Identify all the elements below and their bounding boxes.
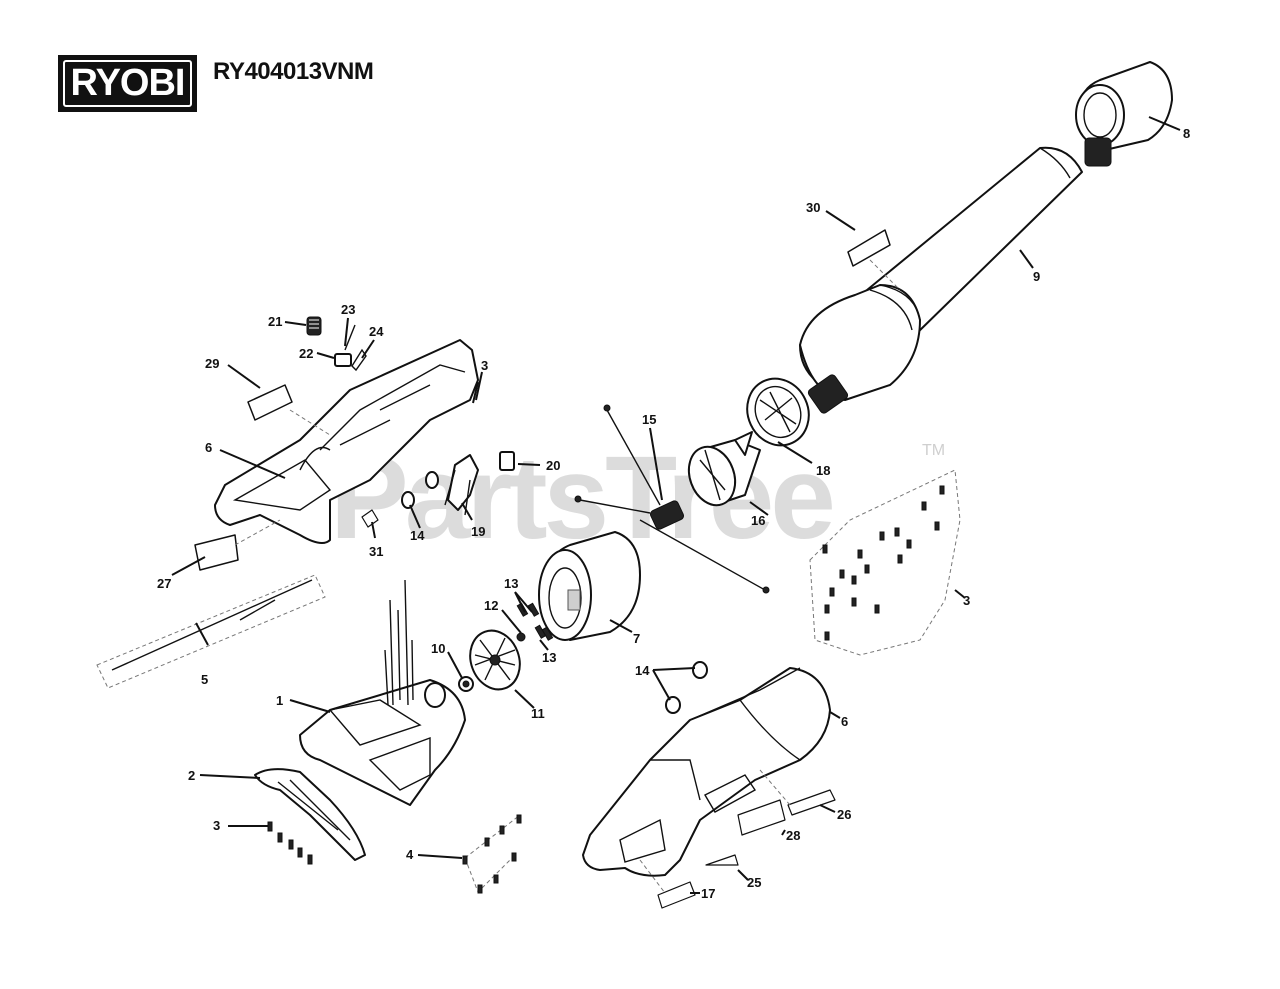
part-3-screw-top (472, 381, 479, 404)
part-27-label (194, 519, 281, 571)
part-6-housing-right (582, 667, 831, 877)
part-25-label (705, 854, 739, 866)
callout-12: 12 (484, 598, 498, 613)
callout-18: 18 (816, 463, 830, 478)
callout-3-top: 3 (481, 358, 488, 373)
callout-11: 11 (531, 706, 545, 721)
callout-2: 2 (188, 768, 195, 783)
callout-28: 28 (786, 828, 800, 843)
part-7-motor-housing (538, 531, 641, 641)
part-15-motor (574, 404, 770, 594)
part-29-label (247, 384, 331, 436)
part-6-housing-left (214, 339, 479, 545)
part-16-fan-cone (687, 431, 761, 507)
logo-text: RYOBI (70, 62, 186, 104)
part-22-switch-clip (334, 353, 352, 367)
callout-25: 25 (747, 875, 761, 890)
part-14-bumper-left (401, 471, 439, 509)
callout-16: 16 (751, 513, 765, 528)
part-3-screws-left (267, 821, 313, 865)
callout-21: 21 (268, 314, 282, 329)
callout-22: 22 (299, 346, 313, 361)
part-11-fan (469, 629, 521, 691)
part-5-wire-harness (96, 574, 326, 689)
part-14-bumper-right (665, 661, 708, 714)
callout-1: 1 (276, 693, 283, 708)
part-19-switch (444, 454, 479, 516)
callout-7: 7 (633, 631, 640, 646)
callout-20: 20 (546, 458, 560, 473)
callout-10: 10 (431, 641, 445, 656)
part-21-spring (306, 316, 322, 336)
callout-14-left: 14 (410, 528, 425, 543)
part-2-trigger-cover (254, 768, 366, 861)
callout-14-right: 14 (635, 663, 650, 678)
part-26-label (759, 769, 836, 816)
callout-29: 29 (205, 356, 219, 371)
part-10-bearing (458, 676, 474, 692)
callout-26: 26 (837, 807, 851, 822)
callout-4: 4 (406, 847, 414, 862)
callout-13a: 13 (504, 576, 518, 591)
callout-8: 8 (1183, 126, 1190, 141)
part-20-connector (499, 451, 515, 471)
leader-lines (171, 116, 1181, 894)
callout-13b: 13 (542, 650, 556, 665)
callout-17: 17 (701, 886, 715, 901)
model-number: RY404013VNM (213, 58, 374, 85)
callout-30: 30 (806, 200, 820, 215)
part-17-label (639, 859, 696, 909)
part-23-pin (344, 324, 356, 351)
callout-31: 31 (369, 544, 383, 559)
callout-23: 23 (341, 302, 355, 317)
callout-15: 15 (642, 412, 656, 427)
callout-6-right: 6 (841, 714, 848, 729)
part-9-blower-tube (799, 146, 1083, 414)
part-24-spring-small (351, 348, 367, 372)
callout-19: 19 (471, 524, 485, 539)
part-4-screws (462, 814, 522, 894)
part-31-label (361, 509, 379, 528)
callout-5: 5 (201, 672, 208, 687)
ryobi-logo: RYOBI (58, 55, 197, 112)
trademark-mark: TM (922, 442, 946, 459)
part-1-inner-housing (299, 579, 466, 806)
callout-labels: 8 30 9 18 16 15 7 11 12 13 13 10 1 2 3 4… (157, 126, 1190, 901)
callout-9: 9 (1033, 269, 1040, 284)
callout-3-left: 3 (213, 818, 220, 833)
part-8-nozzle-tip (1075, 61, 1173, 167)
part-3-screw-field (809, 469, 961, 656)
logo-border (63, 60, 192, 107)
callout-27: 27 (157, 576, 171, 591)
part-12-13-screws (516, 602, 554, 642)
callout-24: 24 (369, 324, 384, 339)
callout-3-right: 3 (963, 593, 970, 608)
callout-6-left: 6 (205, 440, 212, 455)
part-30-label (847, 229, 901, 291)
part-18-intake-screen (746, 377, 810, 447)
part-28-label (737, 799, 786, 836)
